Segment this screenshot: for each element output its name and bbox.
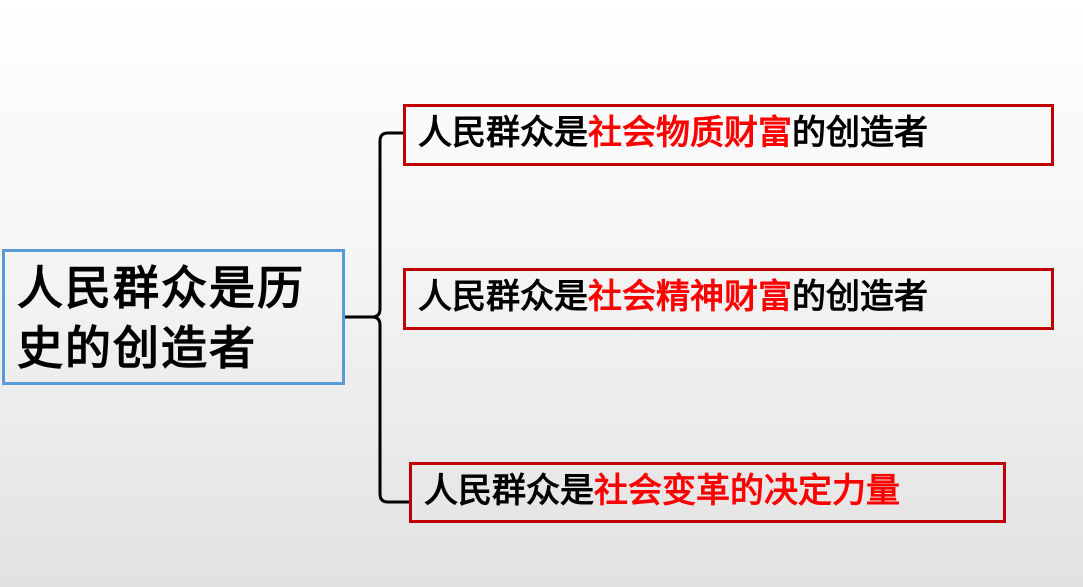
branch-prefix: 人民群众是 (424, 471, 594, 511)
branch-prefix: 人民群众是 (418, 277, 588, 317)
branch-box-material-wealth: 人民群众是社会物质财富的创造者 (403, 104, 1054, 166)
branch-highlight: 社会精神财富 (588, 277, 792, 317)
branch-suffix: 的创造者 (792, 113, 928, 153)
central-line-1: 人民群众是历 (17, 261, 305, 315)
branch-highlight: 社会物质财富 (588, 113, 792, 153)
branch-highlight: 社会变革的决定力量 (594, 471, 900, 511)
branch-suffix: 的创造者 (792, 277, 928, 317)
central-line-2: 史的创造者 (17, 321, 257, 375)
branch-box-spiritual-wealth: 人民群众是社会精神财富的创造者 (403, 268, 1054, 330)
branch-box-social-change: 人民群众是社会变革的决定力量 (409, 462, 1006, 523)
branch-prefix: 人民群众是 (418, 113, 588, 153)
central-concept-box: 人民群众是历 史的创造者 (2, 249, 345, 385)
